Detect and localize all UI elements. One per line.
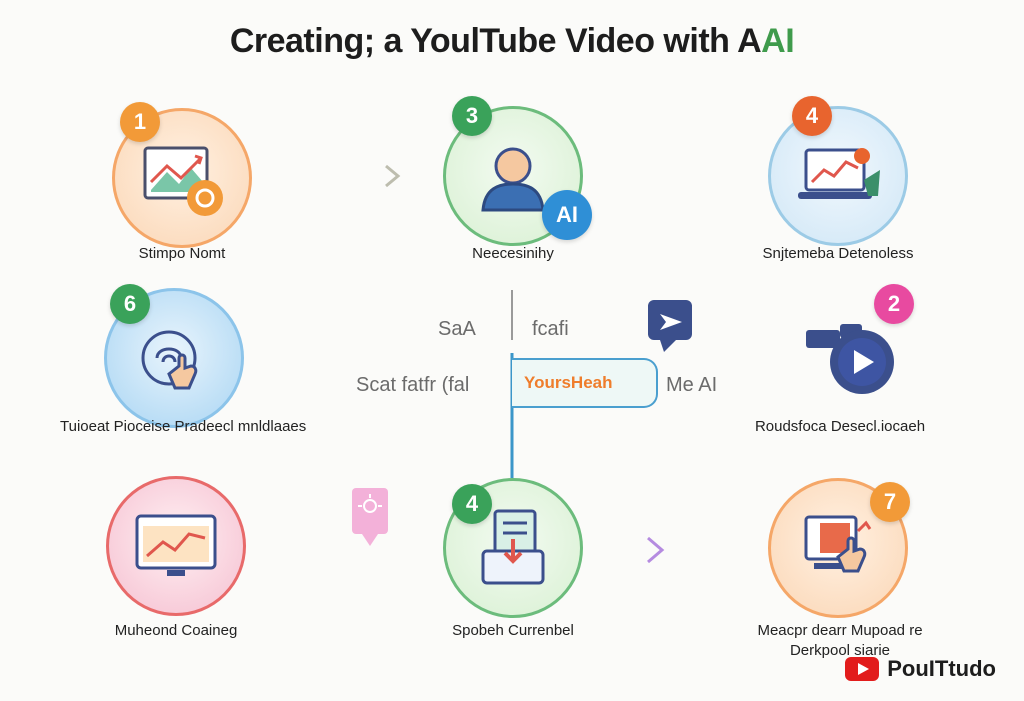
youtube-play-icon [845, 657, 880, 681]
brand-footer: PouITtudo [845, 656, 996, 682]
title-main: Creating; a YoulTube Video with A [229, 22, 762, 60]
idea-bubble-icon [352, 488, 388, 546]
step-badge-7: 7 [870, 482, 910, 522]
connector-row3-arrow [647, 536, 665, 564]
step-badge-3: 3 [452, 96, 492, 136]
step-badge-1: 1 [120, 102, 160, 142]
center-text-mid-left: Scat fatfr (fal [356, 374, 470, 396]
center-text-top-left: SaA [438, 318, 476, 340]
step-badge-6: 6 [110, 284, 150, 324]
connector-1-3-arrow [385, 164, 401, 188]
chat-bubble-icon [648, 300, 692, 352]
center-highlight-box: YoursHeah [512, 358, 658, 408]
step-label-4-top: Snjtemeba Detenoless [762, 245, 914, 262]
step-badge-4-top: 4 [792, 96, 832, 136]
brand-name: PouITtudo [887, 656, 996, 681]
diagram-title: Creating; a YoulTube Video with AAI [0, 22, 1024, 61]
step-label-2: Roudsfoca Desecl.iocaeh [754, 418, 926, 435]
user-avatar-icon [481, 147, 545, 212]
step-label-3: Neecesinihy [472, 245, 554, 262]
step-node-4-top [768, 106, 908, 246]
step-label-7-line2: Derkpool siarie [789, 642, 891, 659]
ai-badge: AI [542, 190, 592, 240]
image-chart-icon [143, 146, 223, 216]
center-text-mid-right: Me AI [666, 374, 718, 396]
step-label-1: Stimpo Nomt [138, 245, 226, 262]
step-badge-2: 2 [874, 284, 914, 324]
monitor-chart-icon [135, 514, 217, 576]
step-label-6: Tuioeat Pioceise Pradeecl mnldlaaes [60, 418, 307, 435]
step-label-analytics: Muheond Coaineg [114, 622, 238, 639]
camera-icon [800, 318, 900, 403]
step-label-4-bottom: Spobeh Currenbel [452, 622, 574, 639]
document-download-icon [481, 509, 545, 585]
editing-screen-icon [804, 515, 872, 573]
step-label-7-line1: Meacpr dearr Mupoad re [757, 622, 923, 639]
step-badge-4-bottom: 4 [452, 484, 492, 524]
step-node-analytics [106, 476, 246, 616]
touch-fingerprint-icon [141, 330, 198, 390]
title-accent: AI [761, 22, 795, 60]
center-text-top-right: fcafi [532, 318, 569, 340]
center-box-text: YoursHeah [524, 373, 613, 392]
laptop-chart-icon [798, 148, 880, 199]
